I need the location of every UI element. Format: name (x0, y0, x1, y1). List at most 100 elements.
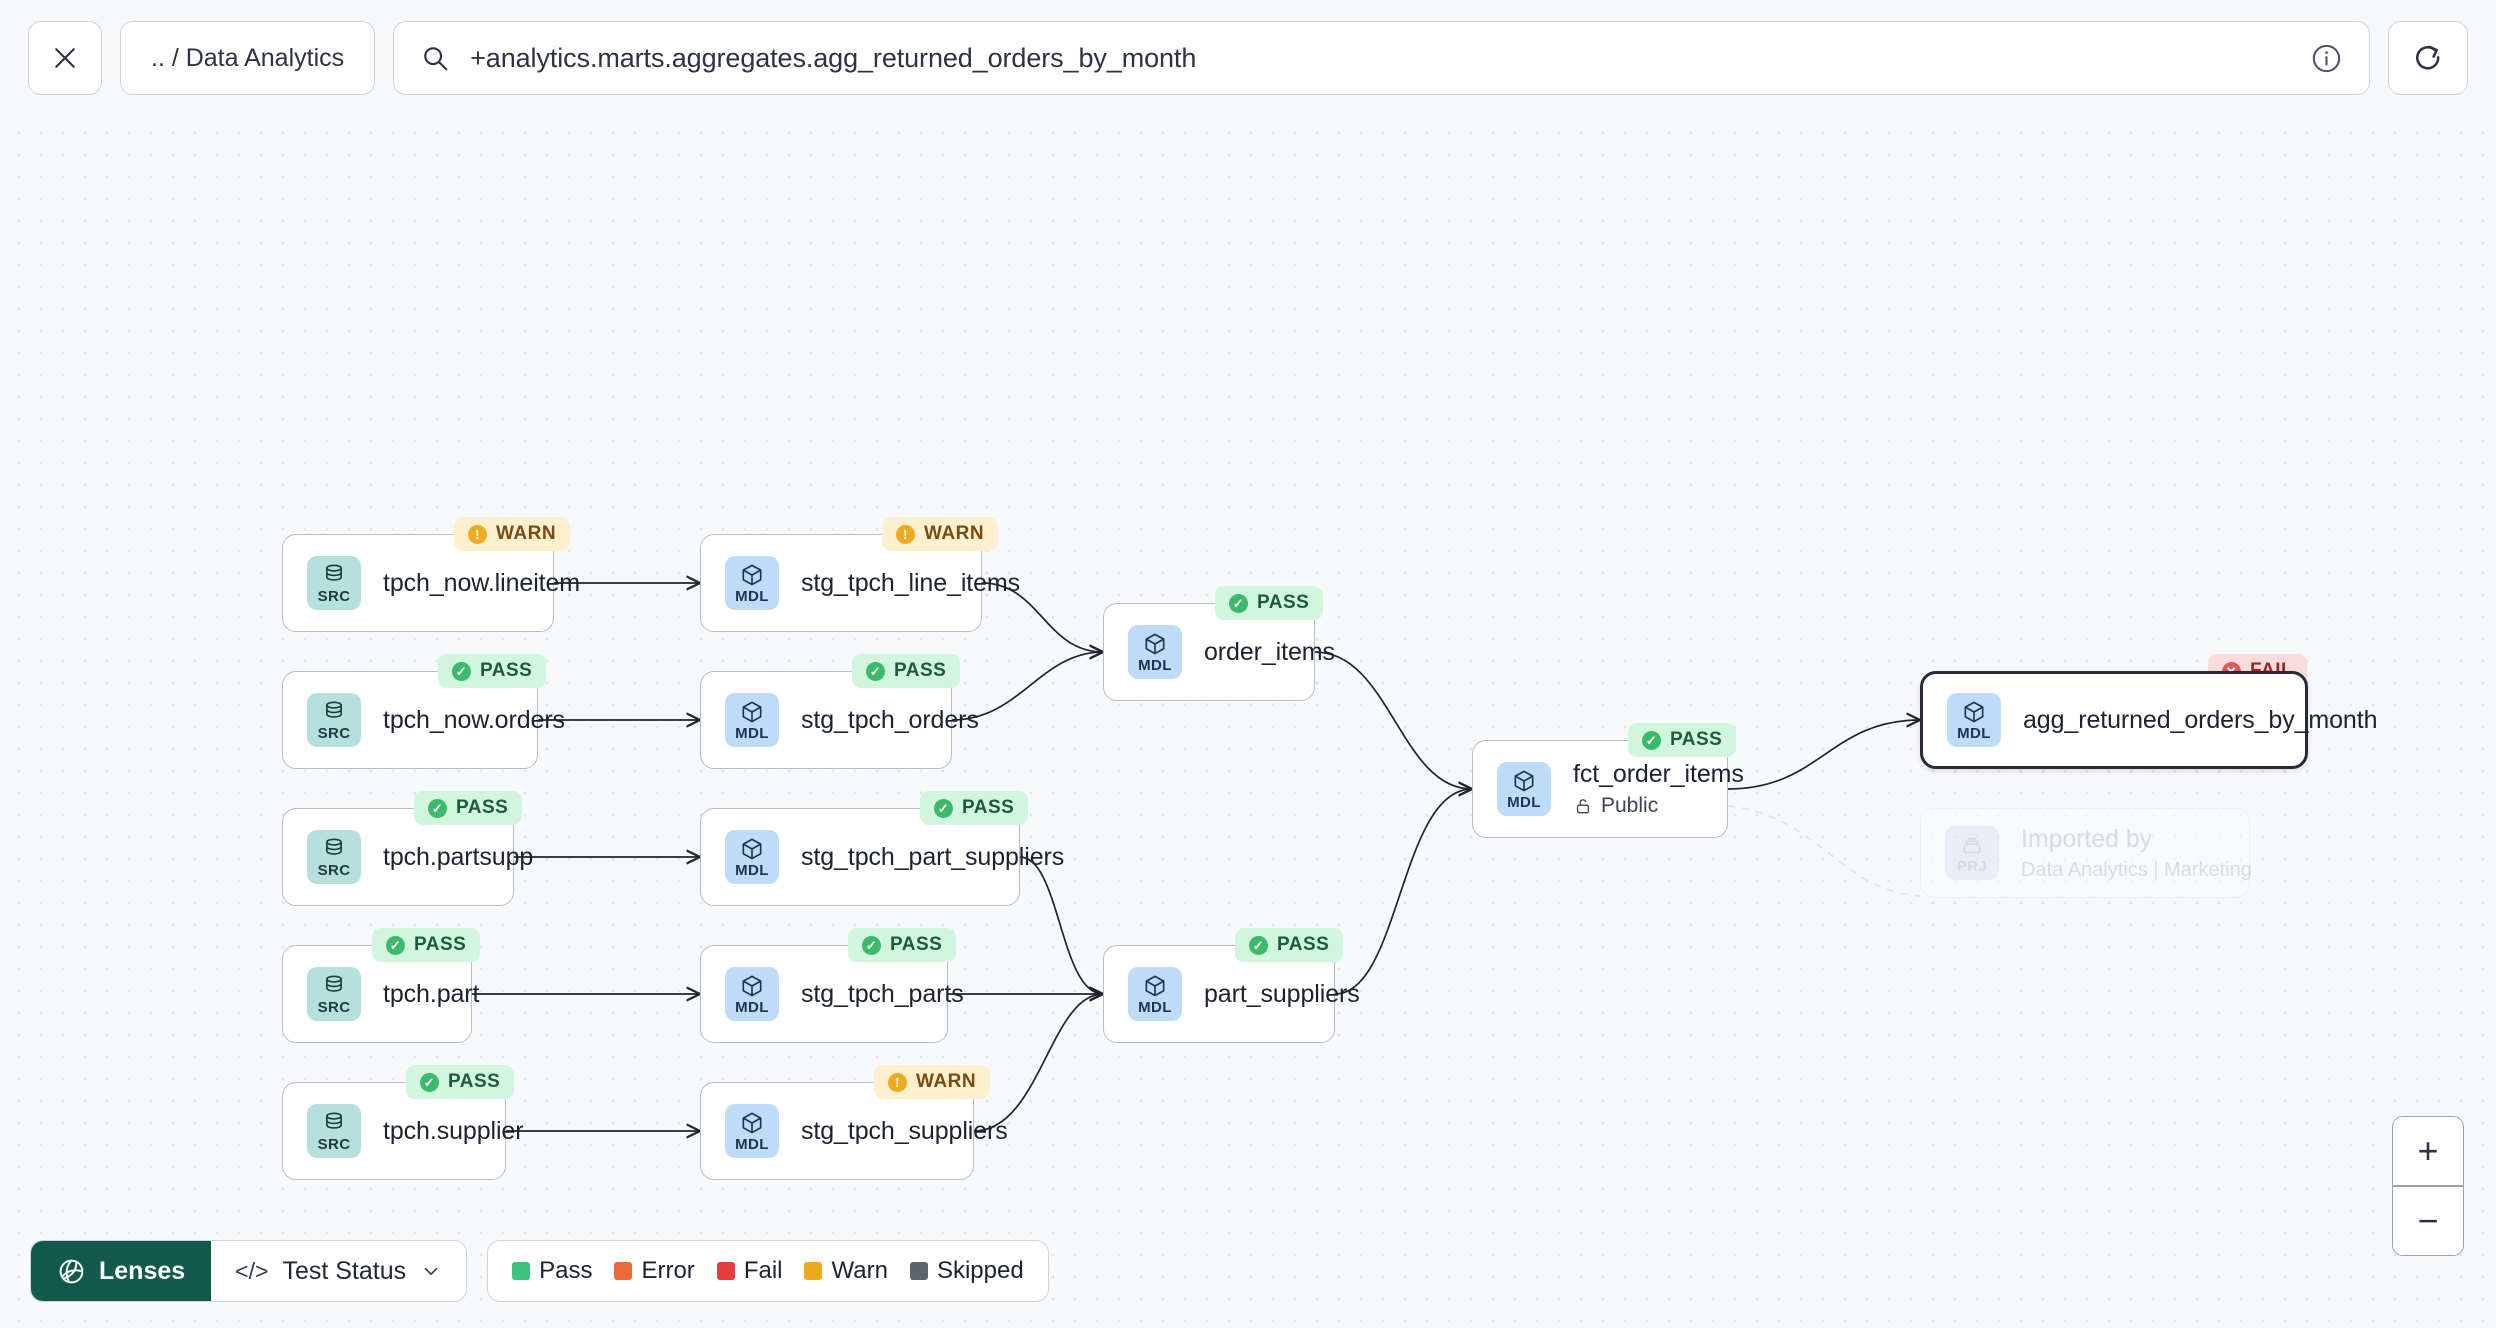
status-badge-warn[interactable]: !WARN (882, 517, 999, 551)
status-badge-pass[interactable]: ✓PASS (438, 654, 547, 688)
legend-item-skipped[interactable]: Skipped (909, 1257, 1024, 1285)
status-badge-pass[interactable]: ✓PASS (1215, 586, 1324, 620)
node-type-label: MDL (735, 725, 769, 742)
node-body: stg_tpch_suppliers (801, 1116, 1008, 1146)
cube-icon (1514, 770, 1534, 792)
legend-label: Skipped (936, 1257, 1024, 1284)
refresh-button[interactable] (2388, 21, 2468, 95)
legend-label: Pass (539, 1257, 593, 1284)
node-title: stg_tpch_part_suppliers (801, 842, 1065, 871)
status-label: WARN (916, 1071, 977, 1092)
node-title: fct_order_items (1573, 760, 1744, 788)
status-badge-pass[interactable]: ✓PASS (852, 654, 961, 688)
node-title: Imported by (2021, 824, 2152, 853)
project-icon (1963, 837, 1981, 854)
cube-icon (742, 564, 762, 586)
zoom-out-button[interactable]: − (2393, 1187, 2463, 1255)
status-label: PASS (1277, 934, 1330, 955)
search-field[interactable]: +analytics.marts.aggregates.agg_returned… (393, 21, 2370, 95)
bottom-toolbar: Lenses </> Test Status Pass Error Fail Warn… (30, 1240, 1049, 1302)
node-type-label: SRC (317, 862, 351, 879)
breadcrumb[interactable]: .. / Data Analytics (120, 21, 376, 95)
node-subtitle-label: Public (1601, 794, 1659, 817)
status-label: PASS (890, 934, 943, 955)
lenses-button[interactable]: Lenses (31, 1241, 212, 1301)
node-type-label: SRC (317, 588, 351, 605)
status-icon: ! (468, 524, 487, 544)
top-toolbar: .. / Data Analytics +analytics.marts.agg… (0, 0, 2496, 116)
node-body: stg_tpch_part_suppliers (801, 842, 1065, 872)
legend-item-pass[interactable]: Pass (512, 1257, 592, 1285)
lenses-label: Lenses (99, 1256, 186, 1285)
status-badge-warn[interactable]: !WARN (454, 517, 571, 551)
search-input[interactable]: +analytics.marts.aggregates.agg_returned… (470, 42, 1197, 73)
status-badge-warn[interactable]: ! WARN (874, 1065, 991, 1099)
test-status-filter[interactable]: </> Test Status (211, 1241, 466, 1301)
node-type-badge-mdl: MDL (725, 830, 779, 884)
status-badge-pass[interactable]: ✓PASS (920, 791, 1029, 825)
cube-icon (1145, 975, 1165, 997)
status-label: PASS (962, 797, 1015, 818)
status-label: PASS (448, 1071, 501, 1092)
status-icon: ! (888, 1072, 907, 1092)
node-type-label: SRC (317, 1136, 351, 1153)
test-status-label: Test Status (282, 1256, 407, 1285)
status-icon: ✓ (452, 661, 471, 681)
close-button[interactable] (28, 21, 102, 95)
node-type-label: MDL (735, 999, 769, 1016)
node-title: stg_tpch_suppliers (801, 1116, 1008, 1145)
node-title: tpch.part (383, 979, 480, 1008)
status-icon: ✓ (386, 935, 405, 955)
search-icon (424, 47, 448, 71)
node-type-label: MDL (735, 862, 769, 879)
status-badge-pass[interactable]: ✓PASS (372, 928, 481, 962)
status-badge-pass[interactable]: ✓PASS (406, 1065, 515, 1099)
legend-item-error[interactable]: Error (614, 1257, 695, 1285)
zoom-in-button[interactable]: + (2393, 1117, 2463, 1186)
node-type-label: MDL (1138, 657, 1172, 674)
status-label: PASS (894, 660, 947, 681)
cube-icon (742, 1112, 762, 1134)
status-badge-pass[interactable]: ✓PASS (414, 791, 523, 825)
cube-icon (1964, 701, 1984, 723)
refresh-icon (2415, 45, 2440, 70)
lens-group: Lenses </> Test Status (30, 1240, 468, 1302)
node-subtitle: Data Analytics | Marketing (2021, 859, 2252, 882)
node-type-label: SRC (317, 999, 351, 1016)
node-title: tpch.partsupp (383, 842, 534, 871)
cube-icon (742, 975, 762, 997)
node-title: order_items (1204, 637, 1335, 666)
faded-edge (1727, 805, 1921, 897)
node-type-badge-mdl: MDL (1497, 762, 1551, 816)
info-icon[interactable] (2310, 42, 2343, 75)
status-badge-pass[interactable]: ✓PASS (848, 928, 957, 962)
edge-layer (472, 116, 2496, 1328)
node-body: tpch.supplier (383, 1117, 524, 1146)
node-body: tpch_now.orders (383, 706, 565, 735)
status-icon: ✓ (1642, 730, 1661, 750)
legend-swatch (804, 1262, 823, 1280)
node-title: part_suppliers (1204, 979, 1360, 1008)
cube-icon (1145, 633, 1165, 655)
legend-swatch (512, 1262, 531, 1280)
legend-item-warn[interactable]: Warn (804, 1257, 888, 1285)
node-body: part_suppliers (1204, 979, 1360, 1009)
status-label: WARN (924, 523, 985, 544)
status-icon: ✓ (1249, 935, 1268, 955)
zoom-controls[interactable]: + − (2392, 1116, 2464, 1256)
breadcrumb-label: .. / Data Analytics (151, 43, 345, 72)
legend-item-fail[interactable]: Fail (716, 1257, 782, 1285)
status-badge-pass[interactable]: ✓PASS (1628, 723, 1737, 757)
node-type-badge-mdl: MDL (1128, 625, 1182, 679)
aperture-icon (59, 1259, 84, 1283)
status-icon: ✓ (1229, 593, 1248, 613)
graph-node-order_items[interactable]: MDL order_items (1103, 603, 1335, 701)
lineage-canvas[interactable]: SRC tpch_now.lineitem! WARN SRC tpch_now.ord… (0, 116, 2496, 1328)
node-title: tpch_now.lineitem (383, 568, 581, 597)
node-type-badge-src: SRC (307, 967, 361, 1021)
status-badge-pass[interactable]: ✓ PASS (1235, 928, 1344, 962)
node-type-badge-src: SRC (307, 830, 361, 884)
